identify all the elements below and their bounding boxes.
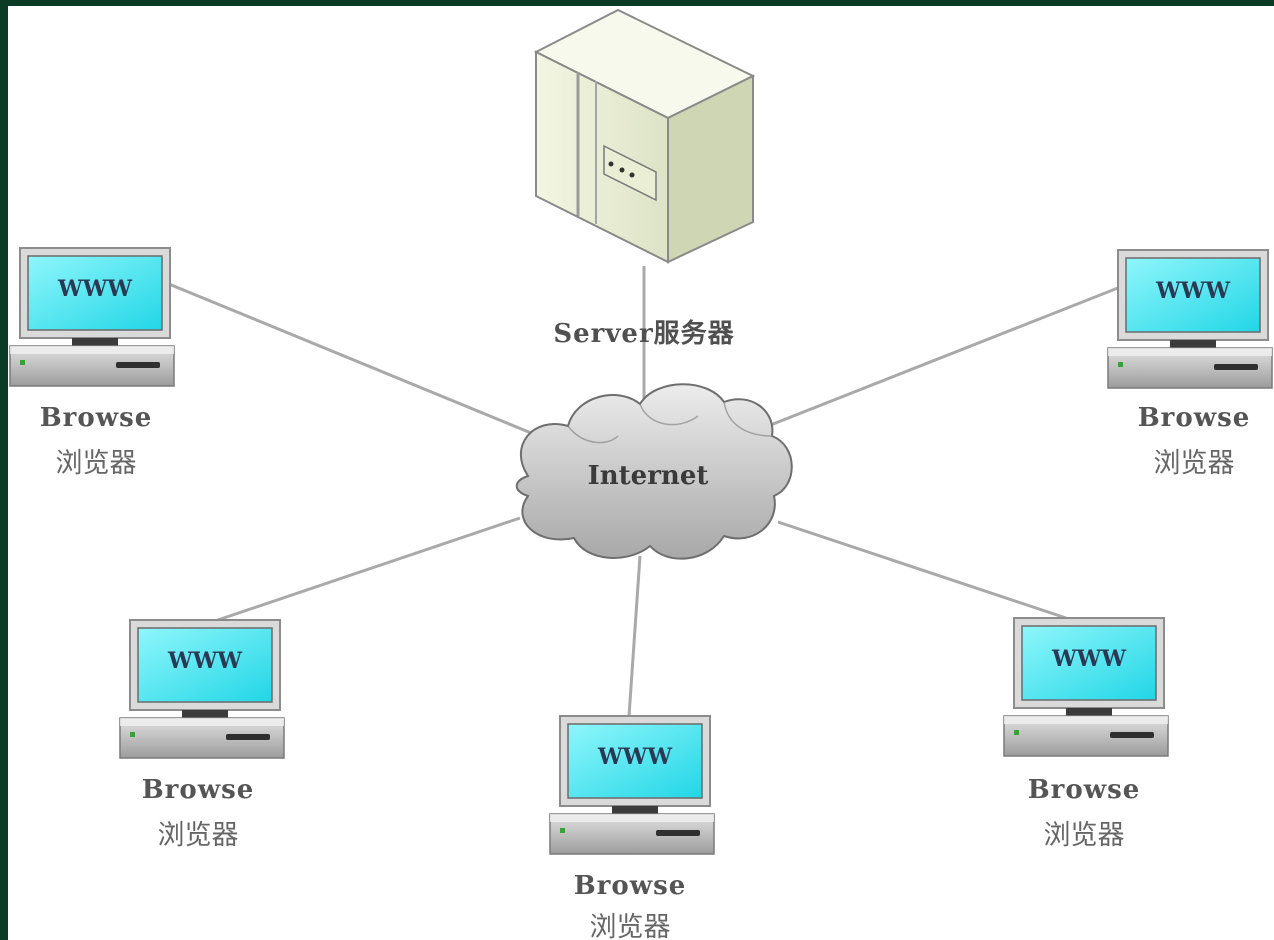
computer-icon [1107,249,1273,389]
internet-cloud-icon [515,383,793,560]
server-label: Server服务器 [553,319,734,349]
client-computer-bottom-left: WWW [119,619,285,759]
client-label-en: Browse [142,775,255,805]
connection-lines [163,266,1129,717]
computer-icon [549,715,715,855]
client-label-en: Browse [1028,775,1141,805]
screen-text: WWW [167,648,242,674]
screen-text: WWW [1051,646,1126,672]
client-label-en: Browse [1138,403,1251,433]
client-label-zh: 浏览器 [158,820,239,851]
client-computer-top-right: WWW [1107,249,1273,389]
client-label-zh: 浏览器 [56,448,137,479]
screen-text: WWW [57,276,132,302]
link-client-top-left [163,280,554,444]
link-client-bottom-right [777,520,1073,622]
screen-text: WWW [1155,278,1230,304]
server-icon [533,8,756,264]
client-computer-bottom-right: WWW [1003,617,1169,757]
link-client-top-right [767,282,1129,428]
computer-icon [1003,617,1169,757]
internet-label: Internet [588,461,709,491]
computer-icon [119,619,285,759]
client-label-en: Browse [40,403,153,433]
screen-text: WWW [597,744,672,770]
client-label-zh: 浏览器 [1154,448,1235,479]
diagram-canvas: Server服务器 Internet WWW Browse 浏览器 WWW Br… [8,6,1274,940]
client-computer-bottom-center: WWW [549,715,715,855]
client-label-en: Browse [574,871,687,901]
client-label-zh: 浏览器 [590,912,671,940]
link-client-bottom-center [627,555,642,717]
computer-icon [9,247,175,387]
client-label-zh: 浏览器 [1044,820,1125,851]
client-computer-top-left: WWW [9,247,175,387]
link-client-bottom-left [205,516,521,626]
network-diagram: Server服务器 Internet WWW Browse 浏览器 WWW Br… [9,8,1273,940]
